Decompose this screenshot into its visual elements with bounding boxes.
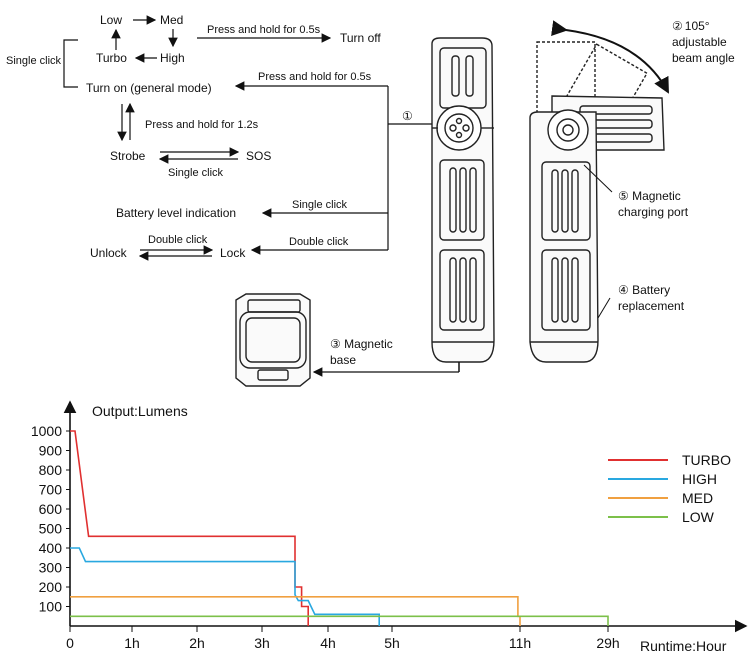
runtime-chart: Output:Lumens Runtime:Hour 1000900800700… <box>31 400 748 654</box>
mode-med-label: Med <box>160 13 183 27</box>
battery-leader <box>597 297 611 319</box>
strobe-label: Strobe <box>110 149 146 163</box>
y-tick-label: 300 <box>39 560 63 576</box>
battery-label: Battery level indication <box>116 206 236 220</box>
single-click-bracket <box>63 39 78 88</box>
single-click-battery-label: Single click <box>292 199 348 211</box>
hold-off-label: Press and hold for 0.5s <box>207 24 321 36</box>
x-tick-label: 3h <box>254 635 270 651</box>
callout-2-line3: beam angle <box>672 51 735 65</box>
series-line-med <box>70 595 521 626</box>
y-tick-label: 100 <box>39 599 63 615</box>
callout-3-line1: ③ Magnetic <box>330 337 393 351</box>
series-line-low <box>70 615 609 626</box>
callout-5-line2: charging port <box>618 205 689 219</box>
unlock-label: Unlock <box>90 246 128 260</box>
magnetic-base-drawing <box>235 293 311 387</box>
turn-off-label: Turn off <box>340 31 381 45</box>
callout-3-line2: base <box>330 353 356 367</box>
x-axis-label: Runtime:Hour <box>640 638 727 654</box>
charging-port-leader <box>583 164 613 193</box>
single-click-side-label: Single click <box>6 55 62 67</box>
lock-label: Lock <box>220 246 246 260</box>
sos-label: SOS <box>246 149 271 163</box>
hold-on-label: Press and hold for 0.5s <box>258 71 372 83</box>
mode-low-label: Low <box>100 13 122 27</box>
y-axis-label: Output:Lumens <box>92 403 188 419</box>
y-tick-label: 200 <box>39 579 63 595</box>
y-tick-label: 900 <box>39 443 63 459</box>
double-click-right-label: Double click <box>289 236 349 248</box>
x-tick-label: 0 <box>66 635 74 651</box>
x-tick-label: 11h <box>509 635 531 651</box>
double-click-left-label: Double click <box>148 234 208 246</box>
legend-label-med: MED <box>682 490 713 506</box>
hold-strobe-label: Press and hold for 1.2s <box>145 119 259 131</box>
flashlight-side-view <box>529 41 665 363</box>
legend-label-low: LOW <box>682 509 715 525</box>
y-tick-label: 600 <box>39 501 63 517</box>
turn-on-label: Turn on (general mode) <box>86 81 212 95</box>
y-tick-label: 800 <box>39 462 63 478</box>
mode-high-label: High <box>160 51 185 65</box>
beam-angle-arc <box>551 20 669 94</box>
callout-1: ① <box>402 109 413 123</box>
callout-4-line1: ④ Battery <box>618 283 670 297</box>
y-tick-label: 500 <box>39 521 63 537</box>
power-button-ring <box>436 105 482 151</box>
single-click-strobe-label: Single click <box>168 167 224 179</box>
y-tick-label: 700 <box>39 482 63 498</box>
legend-label-turbo: TURBO <box>682 452 731 468</box>
mode-diagram: Single click Low Med High Turbo Press an… <box>6 13 432 261</box>
x-tick-label: 4h <box>320 635 336 651</box>
x-tick-label: 5h <box>384 635 400 651</box>
legend-label-high: HIGH <box>682 471 717 487</box>
callout-2-line2: adjustable <box>672 35 727 49</box>
series-line-high <box>70 547 381 626</box>
y-tick-label: 1000 <box>31 423 62 439</box>
flashlight-front-view <box>431 37 495 372</box>
x-tick-label: 1h <box>124 635 140 651</box>
x-tick-label: 29h <box>596 635 619 651</box>
mode-turbo-label: Turbo <box>96 51 127 65</box>
y-tick-label: 400 <box>39 540 63 556</box>
x-tick-label: 2h <box>189 635 205 651</box>
callout-5-line1: ⑤ Magnetic <box>618 189 681 203</box>
callout-4-line2: replacement <box>618 299 685 313</box>
